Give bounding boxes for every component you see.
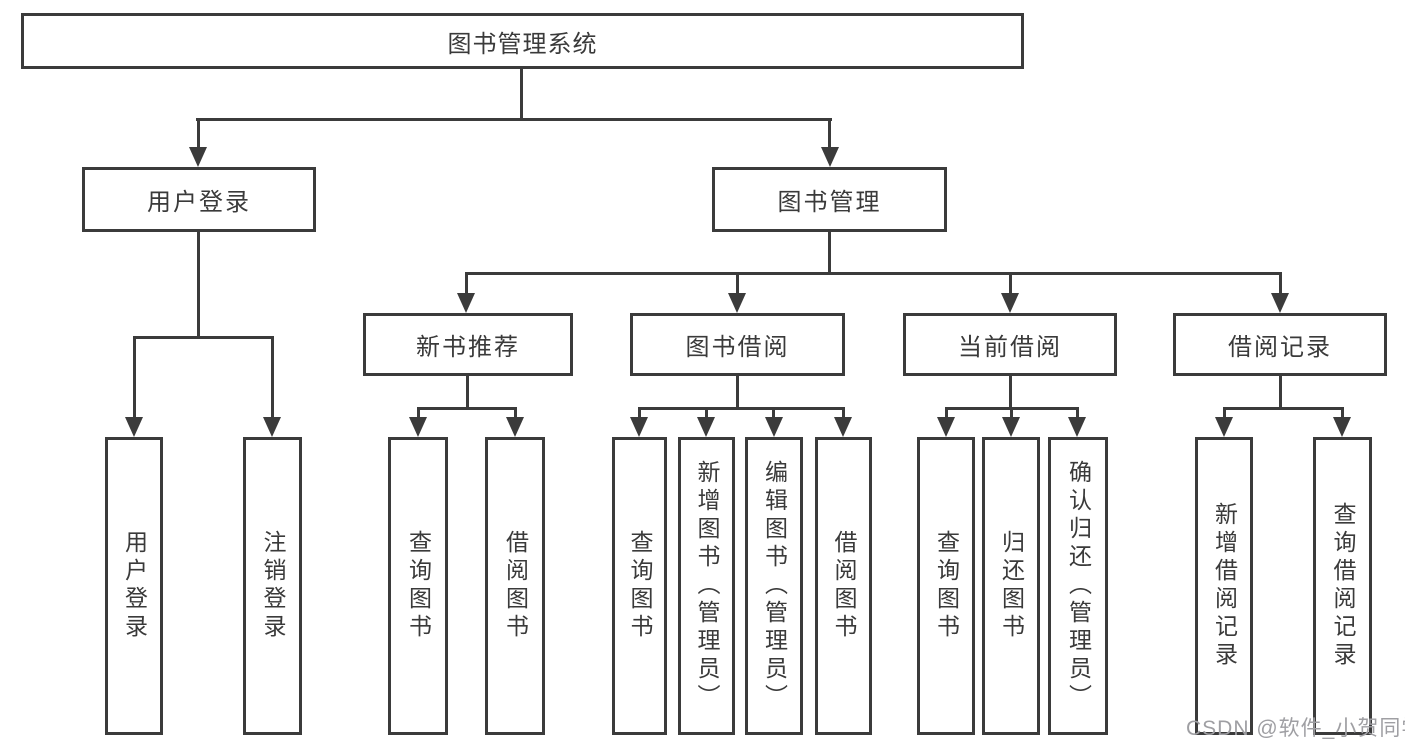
connector-line xyxy=(1341,407,1344,419)
leaf-user-login: 用户登录 xyxy=(105,437,163,735)
node-current-borrowing: 当前借阅 xyxy=(903,313,1117,376)
arrow-down-icon xyxy=(263,417,281,437)
connector-line xyxy=(842,407,845,419)
leaf-confirm-return-admin: 确认归还（管理员） xyxy=(1048,437,1108,735)
node-user-login: 用户登录 xyxy=(82,167,316,232)
arrow-down-icon xyxy=(765,417,783,437)
connector-line xyxy=(1223,407,1344,410)
leaf-logout: 注销登录 xyxy=(243,437,302,735)
arrow-down-icon xyxy=(1271,293,1289,313)
connector-line xyxy=(945,407,948,419)
csdn-watermark: CSDN @软件_小贺同学 xyxy=(1186,717,1405,740)
connector-line xyxy=(1223,407,1226,419)
connector-line xyxy=(638,407,845,410)
node-borrowing-records: 借阅记录 xyxy=(1173,313,1387,376)
connector-line xyxy=(197,118,200,149)
arrow-down-icon xyxy=(697,417,715,437)
connector-line xyxy=(514,407,517,419)
connector-line xyxy=(196,118,832,121)
connector-line xyxy=(197,232,200,336)
connector-line xyxy=(1009,376,1012,407)
connector-line xyxy=(520,69,523,118)
arrow-down-icon xyxy=(506,417,524,437)
connector-line xyxy=(1010,407,1013,419)
connector-line xyxy=(466,376,469,407)
connector-line xyxy=(828,232,831,272)
connector-line xyxy=(1279,376,1282,407)
arrow-down-icon xyxy=(937,417,955,437)
arrow-down-icon xyxy=(409,417,427,437)
connector-line xyxy=(465,272,468,295)
leaf-add-borrow-record: 新增借阅记录 xyxy=(1195,437,1253,735)
leaf-query-books-2: 查询图书 xyxy=(612,437,667,735)
connector-line xyxy=(1076,407,1079,419)
leaf-borrow-books-1: 借阅图书 xyxy=(485,437,545,735)
leaf-return-books: 归还图书 xyxy=(982,437,1040,735)
connector-line xyxy=(133,336,136,418)
arrow-down-icon xyxy=(630,417,648,437)
leaf-query-borrow-record: 查询借阅记录 xyxy=(1313,437,1372,735)
leaf-edit-books-admin: 编辑图书（管理员） xyxy=(745,437,803,735)
arrow-down-icon xyxy=(821,147,839,167)
leaf-query-books-3: 查询图书 xyxy=(917,437,975,735)
arrow-down-icon xyxy=(728,293,746,313)
connector-line xyxy=(417,407,517,410)
node-new-book-recommend: 新书推荐 xyxy=(363,313,573,376)
leaf-add-books-admin: 新增图书（管理员） xyxy=(678,437,735,735)
connector-line xyxy=(828,118,831,149)
connector-line xyxy=(736,376,739,407)
arrow-down-icon xyxy=(189,147,207,167)
node-book-borrowing: 图书借阅 xyxy=(630,313,845,376)
node-root-system: 图书管理系统 xyxy=(21,13,1024,69)
leaf-borrow-books-2: 借阅图书 xyxy=(815,437,872,735)
connector-line xyxy=(1009,272,1012,295)
arrow-down-icon xyxy=(1002,417,1020,437)
arrow-down-icon xyxy=(1001,293,1019,313)
connector-line xyxy=(638,407,641,419)
arrow-down-icon xyxy=(1215,417,1233,437)
connector-line xyxy=(417,407,420,419)
leaf-query-books-1: 查询图书 xyxy=(388,437,448,735)
connector-line xyxy=(736,272,739,295)
connector-line xyxy=(705,407,708,419)
arrow-down-icon xyxy=(834,417,852,437)
arrow-down-icon xyxy=(1068,417,1086,437)
node-book-management: 图书管理 xyxy=(712,167,947,232)
connector-line xyxy=(465,272,1282,275)
arrow-down-icon xyxy=(125,417,143,437)
connector-line xyxy=(1279,272,1282,295)
arrow-down-icon xyxy=(457,293,475,313)
connector-line xyxy=(271,336,274,418)
connector-line xyxy=(133,336,274,339)
connector-line xyxy=(772,407,775,419)
arrow-down-icon xyxy=(1333,417,1351,437)
